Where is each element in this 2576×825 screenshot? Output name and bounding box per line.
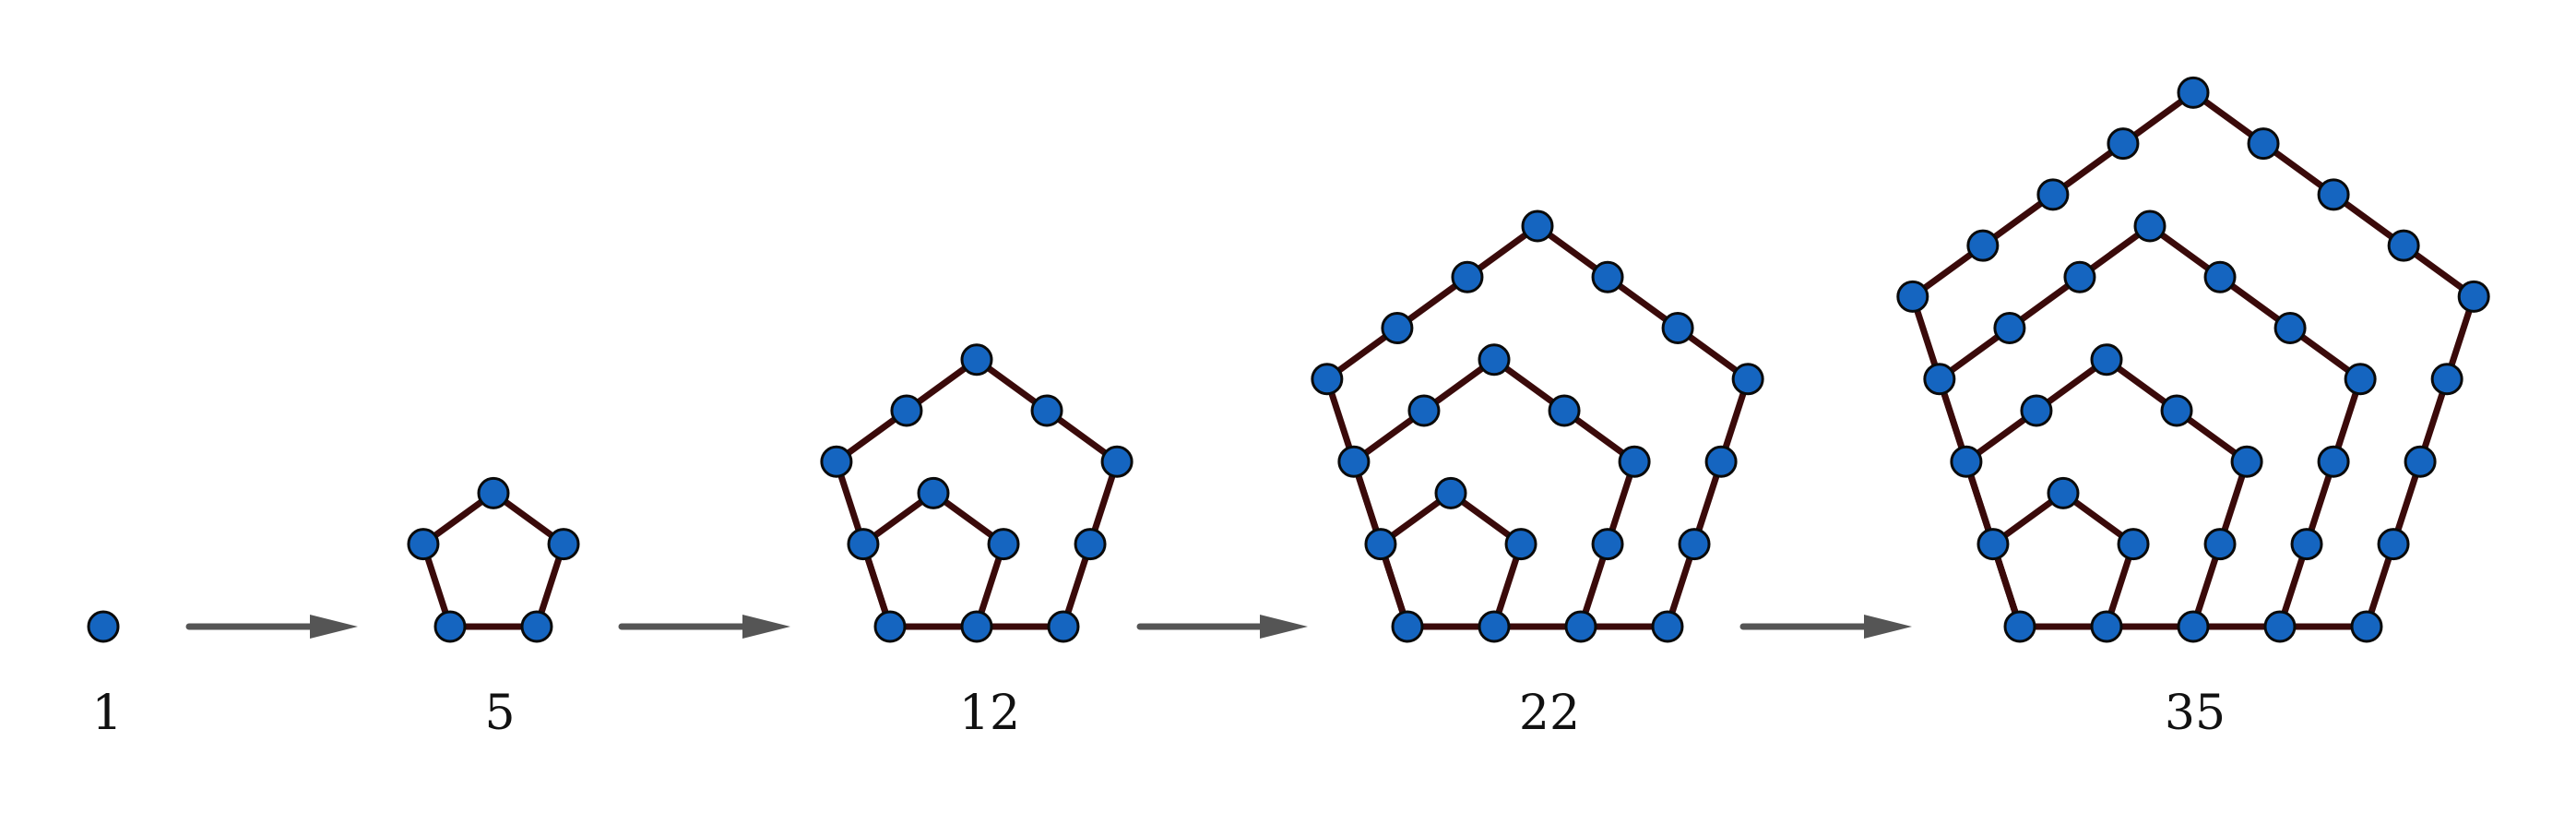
- dot: [1337, 445, 1371, 478]
- dot: [2230, 445, 2263, 478]
- dot: [1434, 476, 1467, 509]
- dot: [2036, 178, 2070, 211]
- dot: [1661, 312, 1694, 345]
- arrows-layer: [185, 615, 1912, 639]
- dot: [1993, 312, 2026, 345]
- dot: [917, 476, 950, 509]
- count-label-2: 5: [484, 686, 515, 741]
- arrow-head: [1260, 615, 1308, 639]
- dot: [2377, 528, 2410, 561]
- dot: [1618, 445, 1651, 478]
- dot: [2160, 394, 2193, 427]
- dot: [547, 528, 580, 561]
- dot: [2247, 127, 2280, 161]
- dot: [407, 528, 440, 561]
- dot: [960, 610, 993, 643]
- dot: [2107, 127, 2140, 161]
- dot: [1478, 343, 1511, 377]
- dot: [2117, 528, 2150, 561]
- count-label-3: 12: [959, 686, 1020, 741]
- dot: [2263, 610, 2297, 643]
- dot: [1074, 528, 1107, 561]
- dot: [2350, 610, 2383, 643]
- dot: [1651, 610, 1684, 643]
- dot: [2457, 280, 2490, 313]
- dot: [1564, 610, 1597, 643]
- dots-layer: [87, 76, 2490, 643]
- count-label-5: 35: [2165, 686, 2226, 741]
- dot: [2003, 610, 2036, 643]
- dot: [987, 528, 1020, 561]
- pentagon-edge: [1534, 222, 1751, 383]
- labels-layer: 1 5 12 22 35: [91, 686, 2226, 741]
- dot: [2290, 528, 2323, 561]
- dot: [1311, 363, 1344, 396]
- arrow-head: [310, 615, 358, 639]
- dot: [1047, 610, 1080, 643]
- pentagon-edge: [1324, 222, 1541, 383]
- arrow-head: [1864, 615, 1912, 639]
- pentagon-edge: [1936, 222, 2154, 383]
- dot: [1950, 445, 1983, 478]
- dot: [1548, 394, 1581, 427]
- edges-layer: [420, 89, 2477, 630]
- dot: [1966, 229, 2000, 262]
- dot: [2133, 209, 2166, 243]
- dot: [2177, 76, 2210, 109]
- pentagon-edge: [1664, 376, 1751, 630]
- dot: [1678, 528, 1711, 561]
- pentagon-edge: [1324, 376, 1411, 630]
- dot: [960, 343, 993, 377]
- count-label-1: 1: [91, 686, 122, 741]
- dot: [1030, 394, 1063, 427]
- dot: [1407, 394, 1441, 427]
- dot: [2317, 178, 2350, 211]
- dot: [2317, 445, 2350, 478]
- count-label-4: 22: [1519, 686, 1580, 741]
- dot: [1478, 610, 1511, 643]
- dot: [2047, 476, 2080, 509]
- dot: [2387, 229, 2420, 262]
- dot: [2090, 610, 2123, 643]
- dot: [1100, 445, 1134, 478]
- dot: [2063, 260, 2096, 293]
- dot: [2020, 394, 2053, 427]
- dot: [2344, 363, 2377, 396]
- dot: [1591, 528, 1624, 561]
- dot: [1521, 209, 1554, 243]
- dot: [520, 610, 553, 643]
- arrow-head: [742, 615, 790, 639]
- pentagon-edge: [2276, 376, 2364, 630]
- dot: [890, 394, 923, 427]
- dot: [2203, 528, 2237, 561]
- dot: [2090, 343, 2123, 377]
- dot: [1364, 528, 1397, 561]
- dot: [1381, 312, 1414, 345]
- dot: [2430, 363, 2463, 396]
- dot: [873, 610, 907, 643]
- dot: [433, 610, 467, 643]
- dot: [847, 528, 880, 561]
- dot: [2273, 312, 2307, 345]
- dot: [1451, 260, 1484, 293]
- dot: [2203, 260, 2237, 293]
- dot: [820, 445, 853, 478]
- pentagon-edge: [2146, 222, 2364, 383]
- dot: [1391, 610, 1424, 643]
- dot: [2177, 610, 2210, 643]
- dot: [1731, 363, 1764, 396]
- dot: [1896, 280, 1929, 313]
- dot: [2404, 445, 2437, 478]
- dot: [1977, 528, 2010, 561]
- dot: [477, 476, 510, 509]
- dot: [87, 610, 120, 643]
- dot: [1504, 528, 1537, 561]
- dot: [1591, 260, 1624, 293]
- dot: [1923, 363, 1956, 396]
- dot: [1704, 445, 1738, 478]
